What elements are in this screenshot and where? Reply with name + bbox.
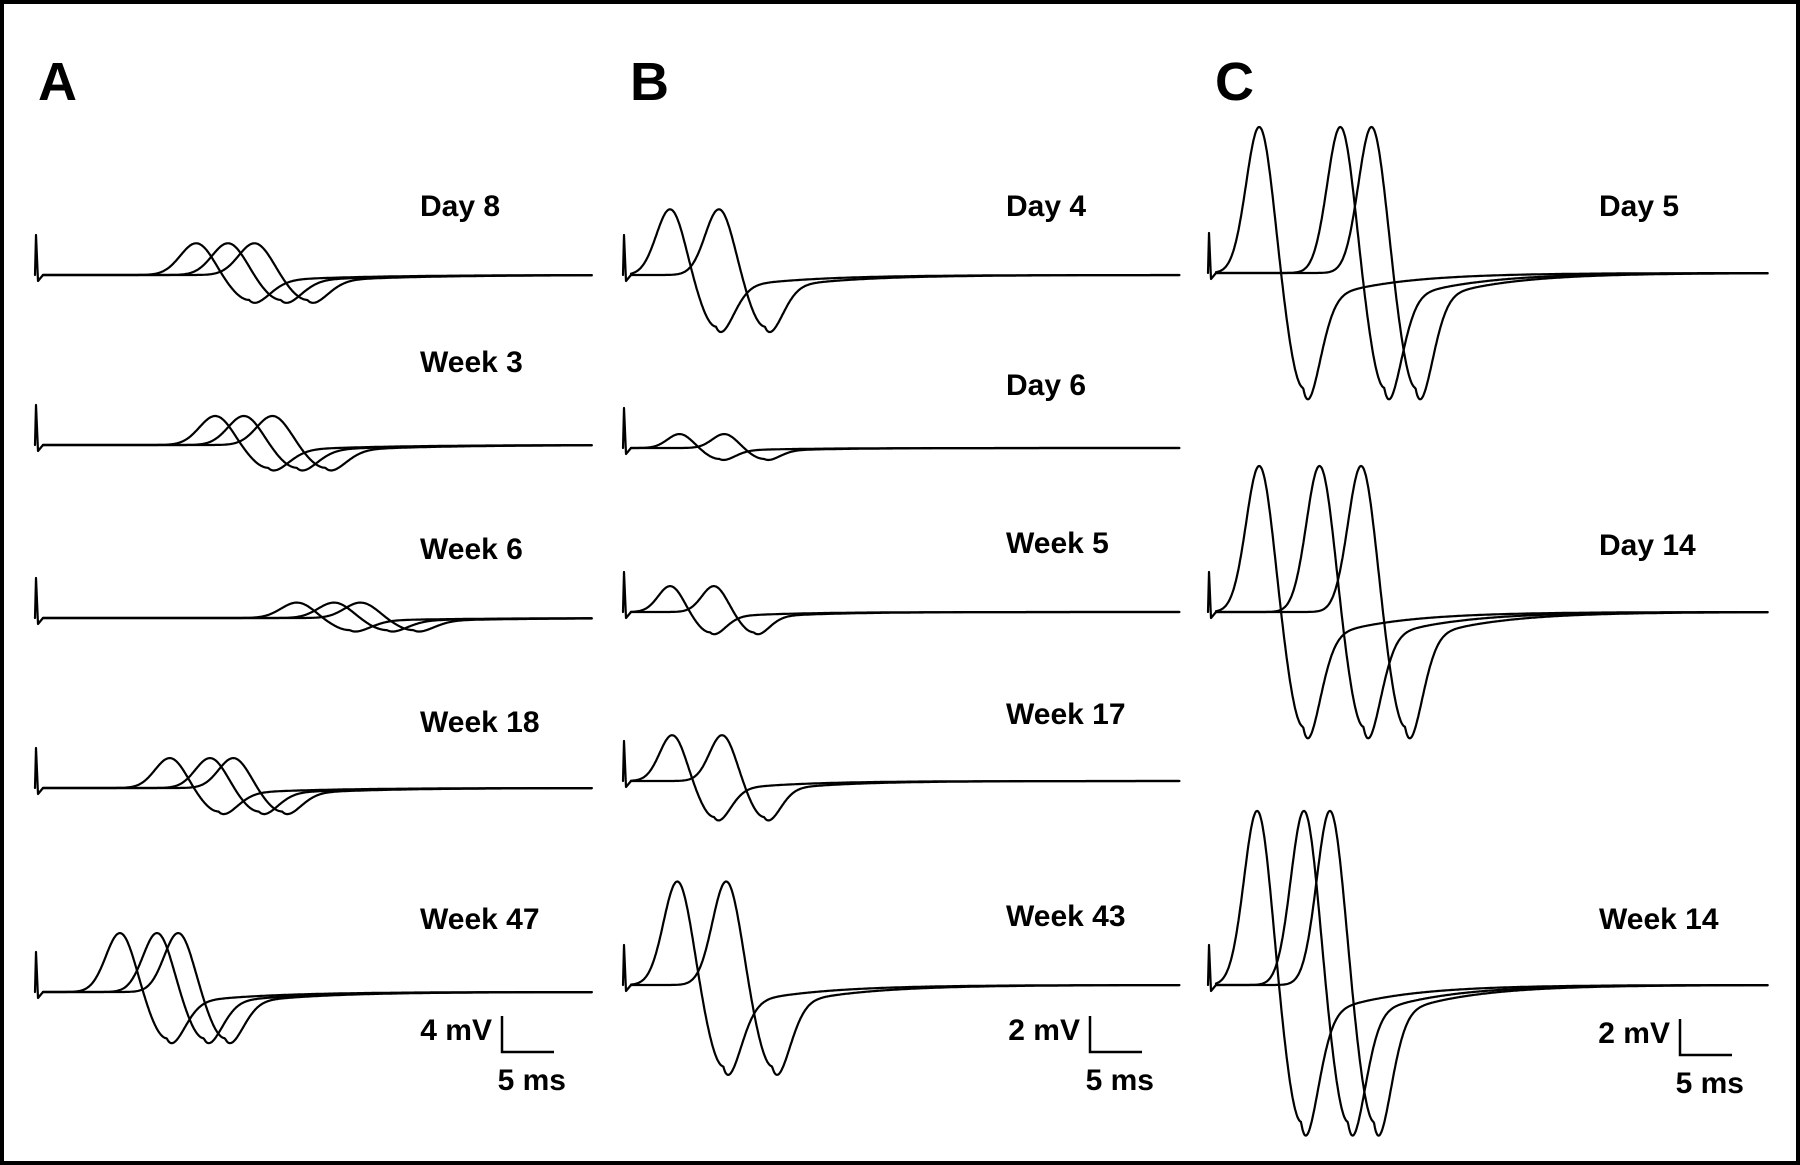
scale-time-label: 5 ms	[1086, 1064, 1154, 1097]
stimulus-artifact	[33, 403, 45, 453]
trace-3	[41, 414, 593, 472]
panel-letter-b: B	[630, 52, 669, 112]
recording-week-14: Week 14	[1206, 809, 1769, 1137]
trace-label: Day 6	[1006, 369, 1086, 402]
stimulus-artifact	[1206, 231, 1218, 281]
stimulus-artifact	[33, 950, 45, 1000]
panel-letter-c: C	[1215, 52, 1254, 112]
recording-week-6: Week 6	[33, 533, 593, 633]
recording-week-18: Week 18	[33, 706, 593, 816]
trace-label: Week 18	[420, 706, 540, 739]
scale-bar: 2 mV5 ms	[1598, 1017, 1744, 1100]
trace-3	[1214, 125, 1769, 401]
trace-2	[629, 880, 1181, 1076]
recording-day-8: Day 8	[33, 190, 593, 304]
trace-2	[629, 734, 1181, 822]
scale-voltage-label: 4 mV	[420, 1014, 492, 1047]
scale-bar: 4 mV5 ms	[420, 1014, 566, 1097]
trace-label: Day 4	[1006, 190, 1086, 223]
scale-voltage-label: 2 mV	[1008, 1014, 1080, 1047]
trace-label: Week 3	[420, 346, 523, 379]
trace-3	[1214, 464, 1769, 740]
panel-a: Day 8 Week 3 Week 6 Week 18 Week 47 4 mV5 ms	[33, 190, 593, 1097]
stimulus-artifact	[621, 233, 633, 283]
recording-week-3: Week 3	[33, 346, 593, 472]
recording-week-17: Week 17	[621, 698, 1181, 822]
scale-voltage-label: 2 mV	[1598, 1017, 1670, 1050]
stimulus-artifact	[621, 406, 633, 456]
trace-3	[1214, 809, 1769, 1137]
panel-b: Day 4 Day 6 Week 5 Week 17 Week 43 2 mV5 ms	[621, 190, 1181, 1097]
trace-label: Week 5	[1006, 527, 1109, 560]
scale-bar-lines	[1088, 1016, 1142, 1054]
trace-3	[41, 601, 593, 633]
trace-label: Day 5	[1599, 190, 1679, 223]
recording-day-6: Day 6	[621, 369, 1181, 462]
stimulus-artifact	[621, 739, 633, 789]
stimulus-artifact	[33, 576, 45, 626]
scale-bar: 2 mV5 ms	[1008, 1014, 1154, 1097]
panel-c: Day 5 Day 14 Week 14 2 mV5 ms	[1206, 125, 1769, 1137]
recording-week-5: Week 5	[621, 527, 1181, 636]
scale-bar-lines	[1678, 1019, 1732, 1057]
trace-label: Week 6	[420, 533, 523, 566]
trace-2	[629, 433, 1181, 462]
stimulus-artifact	[621, 570, 633, 620]
panel-letter-a: A	[38, 52, 77, 112]
recording-week-47: Week 47	[33, 903, 593, 1045]
trace-3	[41, 757, 593, 816]
stimulus-artifact	[33, 233, 45, 283]
trace-label: Day 14	[1599, 529, 1696, 562]
trace-3	[41, 242, 593, 304]
trace-label: Day 8	[420, 190, 500, 223]
stimulus-artifact	[621, 943, 633, 993]
trace-2	[629, 585, 1181, 636]
scale-bar-lines	[500, 1016, 554, 1054]
recording-day-4: Day 4	[621, 190, 1181, 334]
trace-label: Week 14	[1599, 903, 1719, 936]
recording-day-5: Day 5	[1206, 125, 1769, 401]
stimulus-artifact	[33, 746, 45, 796]
trace-label: Week 43	[1006, 900, 1126, 933]
recording-week-43: Week 43	[621, 880, 1181, 1076]
scale-time-label: 5 ms	[1676, 1067, 1744, 1100]
trace-label: Week 17	[1006, 698, 1126, 731]
trace-2	[629, 208, 1181, 334]
scale-time-label: 5 ms	[498, 1064, 566, 1097]
recording-day-14: Day 14	[1206, 464, 1769, 740]
trace-label: Week 47	[420, 903, 540, 936]
trace-3	[41, 932, 593, 1045]
stimulus-artifact	[1206, 943, 1218, 993]
stimulus-artifact	[1206, 570, 1218, 620]
